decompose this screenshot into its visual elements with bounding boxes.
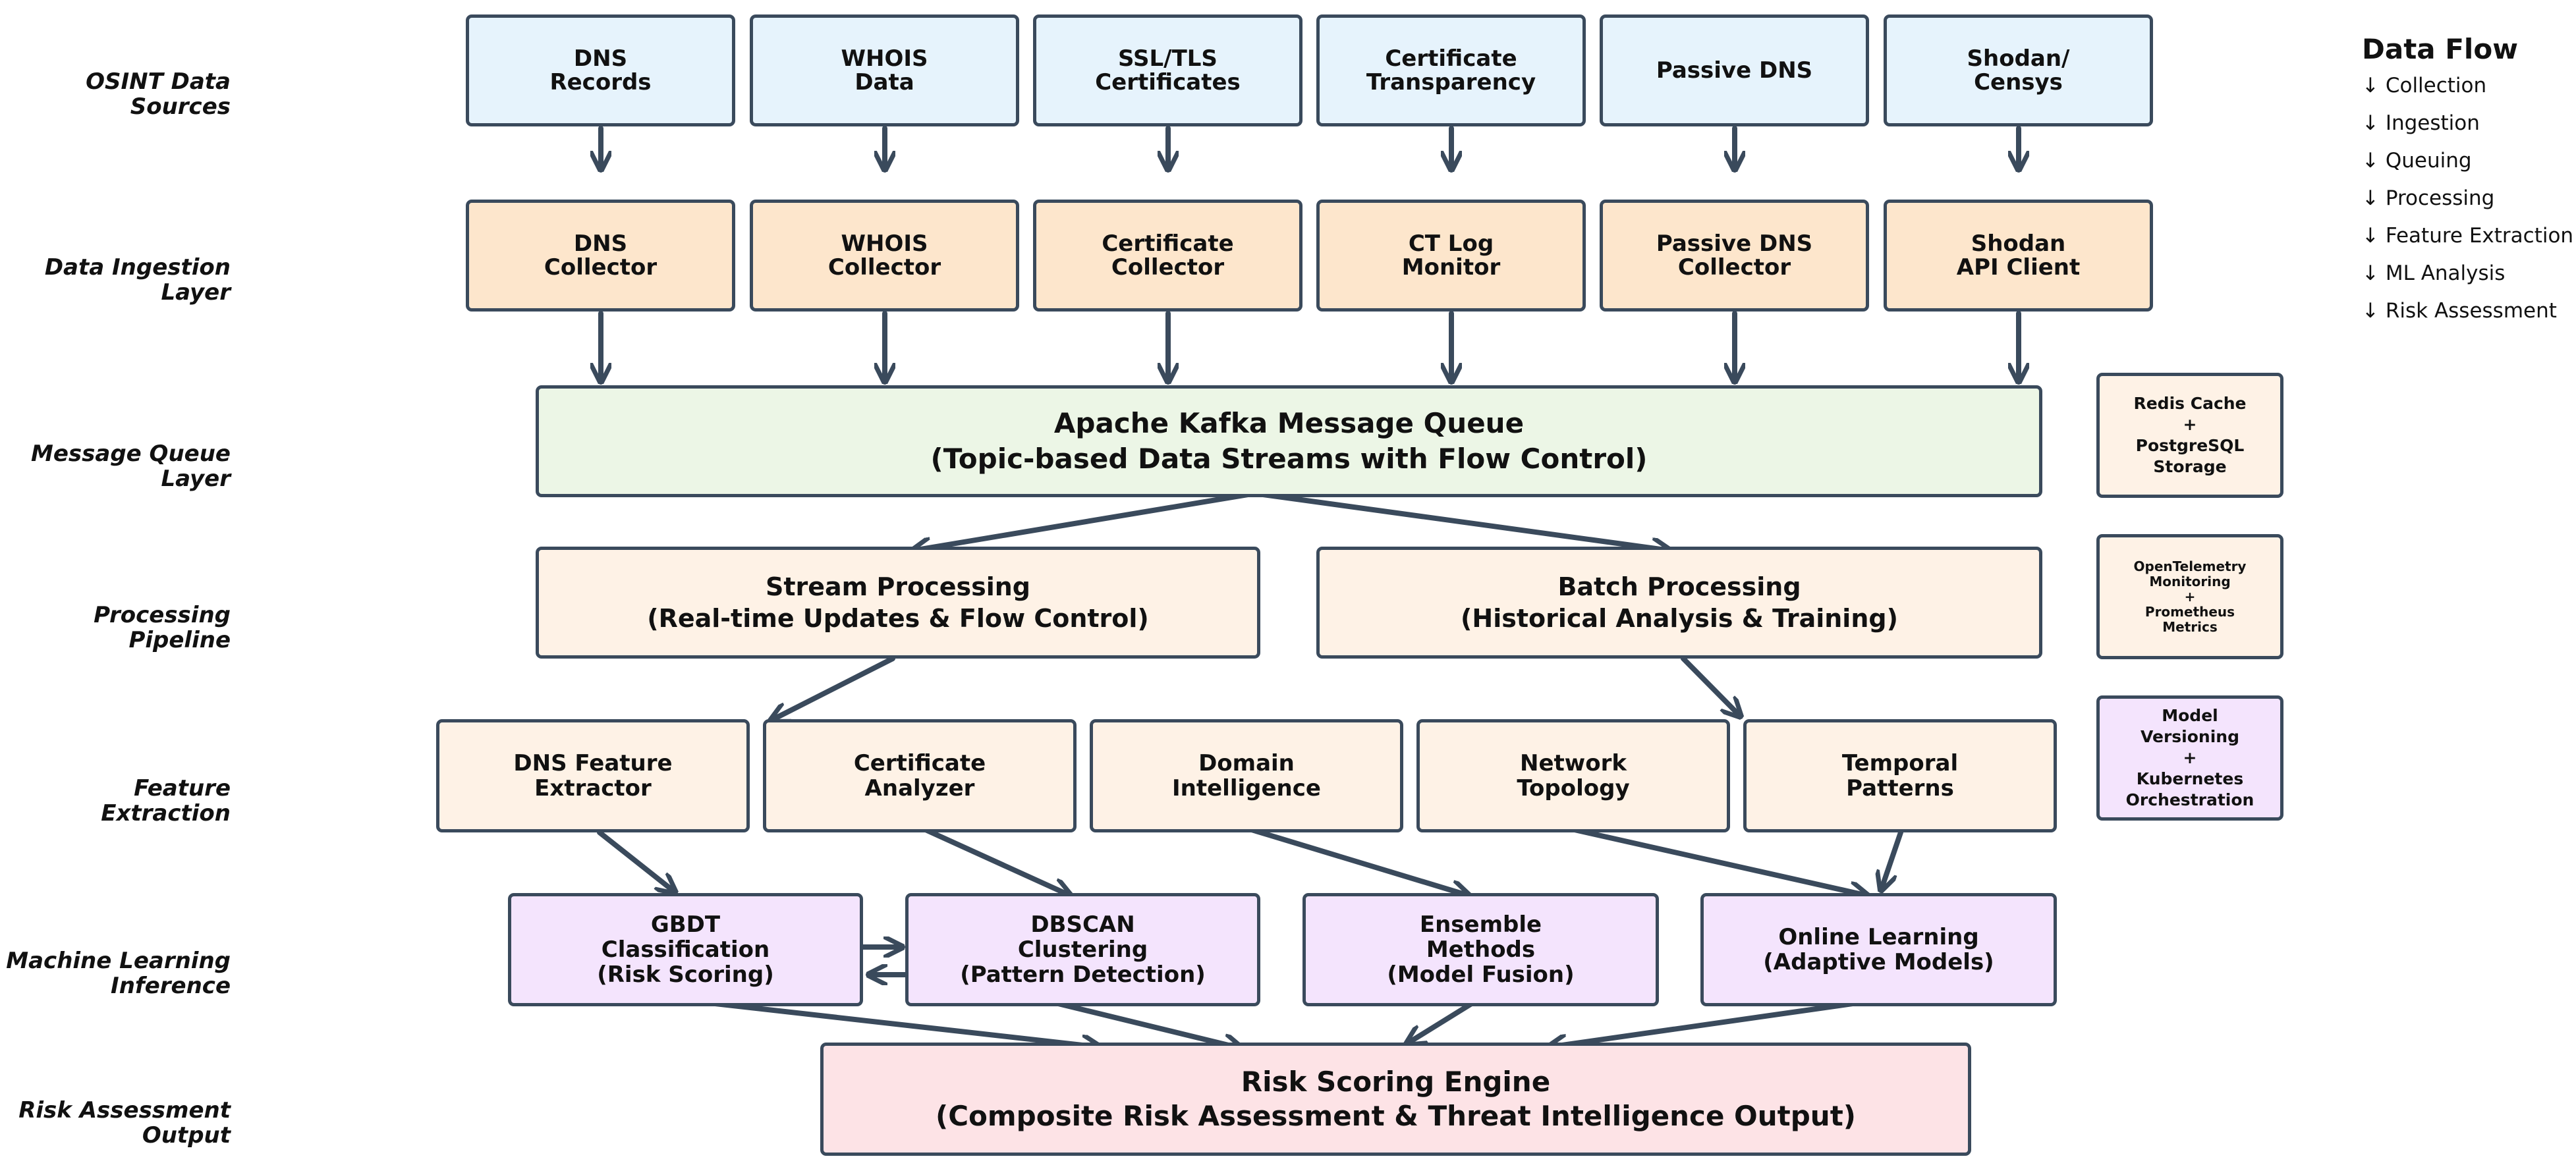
- arrow-kafka-batch: [1256, 491, 1670, 551]
- stream-processing: Stream Processing (Real-time Updates & F…: [536, 547, 1260, 659]
- layer-label-queue: Message Queue Layer: [31, 441, 231, 492]
- data-flow-step: ↓ Risk Assessment: [2362, 299, 2557, 323]
- ml-online-learning: Online Learning (Adaptive Models): [1700, 893, 2057, 1006]
- feature-certificate-analyzer: Certificate Analyzer: [763, 719, 1077, 832]
- data-flow-step: ↓ Queuing: [2362, 149, 2472, 173]
- ingest-passive-dns-collector: Passive DNS Collector: [1600, 200, 1869, 312]
- source-ssl-tls-certificates: SSL/TLS Certificates: [1033, 14, 1302, 126]
- layer-label-features: Feature Extraction: [101, 775, 231, 827]
- layer-label-ingestion: Data Ingestion Layer: [44, 254, 231, 306]
- source-dns-records: DNS Records: [466, 14, 735, 126]
- arrow-kafka-stream: [912, 491, 1254, 551]
- batch-processing: Batch Processing (Historical Analysis & …: [1316, 547, 2042, 659]
- arrow-certan-dbscan: [923, 827, 1071, 896]
- layer-label-ml: Machine Learning Inference: [6, 948, 231, 999]
- ingest-dns-collector: DNS Collector: [466, 200, 735, 312]
- arrow-batch-temporal: [1681, 656, 1741, 717]
- arrow-temporal-online: [1881, 830, 1903, 890]
- ingest-certificate-collector: Certificate Collector: [1033, 200, 1302, 312]
- source-whois-data: WHOIS Data: [750, 14, 1019, 126]
- source-shodan-censys: Shodan/ Censys: [1884, 14, 2153, 126]
- ml-dbscan-clustering: DBSCAN Clustering (Pattern Detection): [905, 893, 1260, 1006]
- arrow-online-risk: [1548, 998, 1874, 1047]
- layer-label-risk: Risk Assessment Output: [18, 1097, 231, 1149]
- arrow-ensemble-risk: [1407, 998, 1478, 1044]
- data-flow-step: ↓ ML Analysis: [2362, 261, 2506, 285]
- layer-label-osint: OSINT Data Sources: [86, 68, 231, 120]
- side-model-versioning-kubernetes: Model Versioning + Kubernetes Orchestrat…: [2096, 695, 2283, 821]
- side-redis-postgresql: Redis Cache + PostgreSQL Storage: [2096, 373, 2283, 498]
- arrow-dnsfeat-gbdt: [597, 830, 675, 892]
- data-flow-title: Data Flow: [2362, 33, 2518, 65]
- kafka-message-queue: Apache Kafka Message Queue (Topic-based …: [536, 385, 2042, 497]
- arrow-stream-certificate: [771, 656, 895, 720]
- ml-ensemble-methods: Ensemble Methods (Model Fusion): [1302, 893, 1659, 1006]
- feature-dns-extractor: DNS Feature Extractor: [436, 719, 750, 832]
- source-certificate-transparency: Certificate Transparency: [1316, 14, 1586, 126]
- ml-gbdt-classification: GBDT Classification (Risk Scoring): [508, 893, 863, 1006]
- arrow-gbdt-risk: [689, 998, 1100, 1047]
- layer-label-processing: Processing Pipeline: [94, 602, 231, 653]
- arrow-domain-ensemble: [1249, 827, 1469, 896]
- side-opentelemetry-prometheus: OpenTelemetry Monitoring + Prometheus Me…: [2096, 534, 2283, 659]
- feature-network-topology: Network Topology: [1416, 719, 1730, 832]
- arrow-network-online: [1572, 827, 1868, 896]
- ingest-whois-collector: WHOIS Collector: [750, 200, 1019, 312]
- feature-temporal-patterns: Temporal Patterns: [1743, 719, 2057, 832]
- ingest-ct-log-monitor: CT Log Monitor: [1316, 200, 1586, 312]
- feature-domain-intelligence: Domain Intelligence: [1090, 719, 1403, 832]
- arrow-dbscan-risk: [1045, 998, 1242, 1048]
- data-flow-step: ↓ Processing: [2362, 186, 2495, 210]
- ingest-shodan-api-client: Shodan API Client: [1884, 200, 2153, 312]
- risk-scoring-engine: Risk Scoring Engine (Composite Risk Asse…: [820, 1043, 1971, 1156]
- data-flow-step: ↓ Feature Extraction: [2362, 224, 2574, 248]
- data-flow-step: ↓ Collection: [2362, 74, 2487, 97]
- source-passive-dns: Passive DNS: [1600, 14, 1869, 126]
- data-flow-step: ↓ Ingestion: [2362, 111, 2480, 135]
